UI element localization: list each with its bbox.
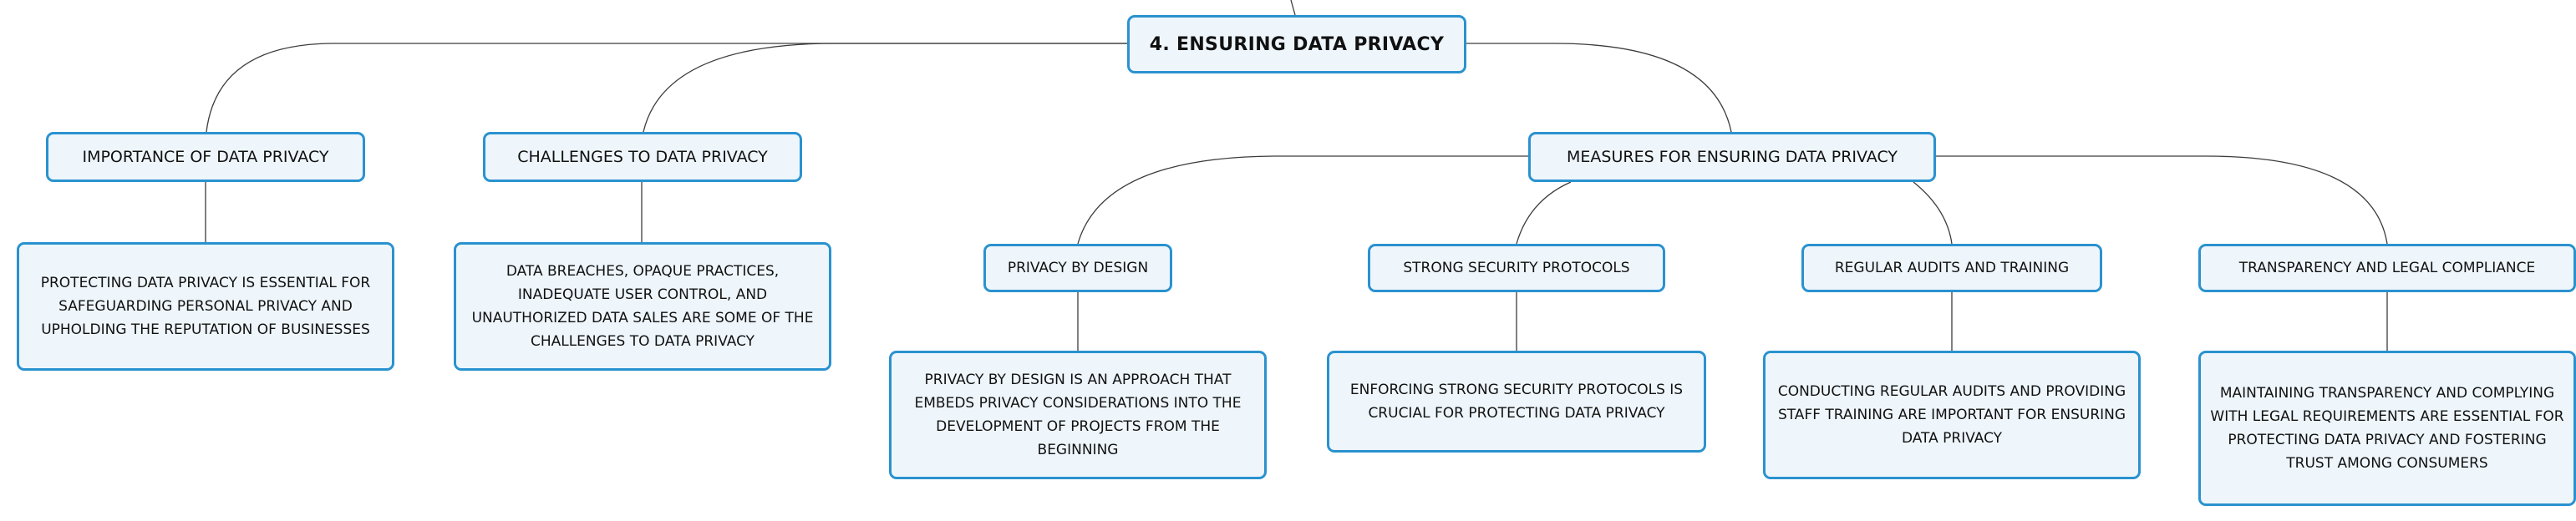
connector-measures-transparency <box>1935 155 2388 245</box>
connector-measures-security <box>1516 181 1572 245</box>
detail-challenges-text: DATA BREACHES, OPAQUE PRACTICES, INADEQU… <box>471 263 814 350</box>
subtopic-strong-security-protocols[interactable]: STRONG SECURITY PROTOCOLS <box>1368 244 1665 292</box>
detail-importance-of-data-privacy[interactable]: PROTECTING DATA PRIVACY IS ESSENTIAL FOR… <box>17 242 394 371</box>
topic-challenges-label: CHALLENGES TO DATA PRIVACY <box>517 148 768 166</box>
detail-audits-text: CONDUCTING REGULAR AUDITS AND PROVIDING … <box>1777 383 2126 447</box>
subtopic-transparency-and-legal-compliance[interactable]: TRANSPARENCY AND LEGAL COMPLIANCE <box>2198 244 2576 292</box>
subtopic-transparency-label: TRANSPARENCY AND LEGAL COMPLIANCE <box>2238 260 2536 276</box>
detail-transparency-text: MAINTAINING TRANSPARENCY AND COMPLYING W… <box>2210 385 2564 472</box>
detail-strong-security-protocols[interactable]: ENFORCING STRONG SECURITY PROTOCOLS IS C… <box>1327 351 1706 453</box>
connector-measures-privacy-design <box>1077 155 1529 245</box>
topic-importance-label: IMPORTANCE OF DATA PRIVACY <box>82 148 329 166</box>
subtopic-audits-label: REGULAR AUDITS AND TRAINING <box>1834 260 2070 276</box>
connector-root-measures <box>1466 43 1732 133</box>
detail-challenges-to-data-privacy[interactable]: DATA BREACHES, OPAQUE PRACTICES, INADEQU… <box>454 242 831 371</box>
root-topic-label: 4. ENSURING DATA PRIVACY <box>1149 33 1445 55</box>
detail-privacy-by-design-text: PRIVACY BY DESIGN IS AN APPROACH THAT EM… <box>914 372 1242 458</box>
topic-challenges-to-data-privacy[interactable]: CHALLENGES TO DATA PRIVACY <box>483 132 802 182</box>
connector-root-parent <box>1290 0 1296 16</box>
detail-regular-audits-and-training[interactable]: CONDUCTING REGULAR AUDITS AND PROVIDING … <box>1763 351 2141 479</box>
topic-measures-for-ensuring-data-privacy[interactable]: MEASURES FOR ENSURING DATA PRIVACY <box>1528 132 1936 182</box>
subtopic-regular-audits-and-training[interactable]: REGULAR AUDITS AND TRAINING <box>1801 244 2102 292</box>
subtopic-privacy-by-design-label: PRIVACY BY DESIGN <box>1007 260 1149 276</box>
connector-root-challenges <box>643 43 1128 133</box>
detail-security-text: ENFORCING STRONG SECURITY PROTOCOLS IS C… <box>1349 382 1684 422</box>
topic-measures-label: MEASURES FOR ENSURING DATA PRIVACY <box>1567 148 1898 166</box>
subtopic-security-label: STRONG SECURITY PROTOCOLS <box>1403 260 1630 276</box>
detail-privacy-by-design[interactable]: PRIVACY BY DESIGN IS AN APPROACH THAT EM… <box>889 351 1267 479</box>
connector-measures-audits <box>1913 181 1953 245</box>
subtopic-privacy-by-design[interactable]: PRIVACY BY DESIGN <box>983 244 1172 292</box>
connector-root-importance <box>206 43 1128 133</box>
root-topic-node[interactable]: 4. ENSURING DATA PRIVACY <box>1127 15 1466 73</box>
topic-importance-of-data-privacy[interactable]: IMPORTANCE OF DATA PRIVACY <box>46 132 365 182</box>
detail-importance-text: PROTECTING DATA PRIVACY IS ESSENTIAL FOR… <box>40 275 371 338</box>
detail-transparency-and-legal-compliance[interactable]: MAINTAINING TRANSPARENCY AND COMPLYING W… <box>2198 351 2576 506</box>
